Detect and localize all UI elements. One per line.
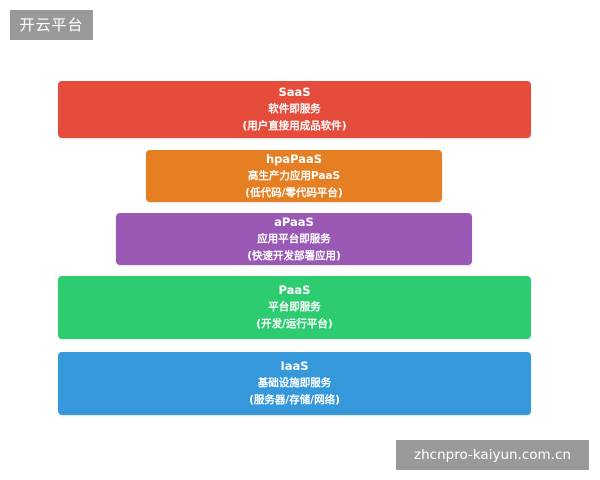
layer-iaas: IaaS 基础设施即服务 (服务器/存储/网络) bbox=[58, 352, 531, 415]
layer-subtitle: 应用平台即服务 bbox=[257, 232, 331, 245]
layer-hpapaas: hpaPaaS 高生产力应用PaaS (低代码/零代码平台) bbox=[146, 150, 442, 202]
layer-description: (服务器/存储/网络) bbox=[249, 394, 340, 406]
watermark: zhcnpro-kaiyun.com.cn bbox=[396, 440, 589, 470]
layer-subtitle: 软件即服务 bbox=[268, 103, 321, 115]
layer-subtitle: 平台即服务 bbox=[268, 301, 321, 313]
layer-description: (开发/运行平台) bbox=[256, 318, 333, 330]
layer-description: (快速开发部署应用) bbox=[247, 249, 341, 262]
layer-description: (用户直接用成品软件) bbox=[242, 120, 347, 132]
layer-title: aPaaS bbox=[274, 214, 314, 229]
layer-title: IaaS bbox=[280, 359, 309, 373]
layer-description: (低代码/零代码平台) bbox=[245, 186, 343, 199]
layer-apaas: aPaaS 应用平台即服务 (快速开发部署应用) bbox=[116, 213, 472, 265]
layer-saas: SaaS 软件即服务 (用户直接用成品软件) bbox=[58, 81, 531, 138]
layer-title: PaaS bbox=[278, 283, 311, 297]
layer-subtitle: 高生产力应用PaaS bbox=[247, 169, 341, 182]
corner-tag: 开云平台 bbox=[10, 10, 93, 40]
layer-title: hpaPaaS bbox=[265, 151, 323, 166]
layer-paas: PaaS 平台即服务 (开发/运行平台) bbox=[58, 276, 531, 339]
layer-subtitle: 基础设施即服务 bbox=[257, 377, 332, 389]
layer-title: SaaS bbox=[278, 85, 311, 99]
